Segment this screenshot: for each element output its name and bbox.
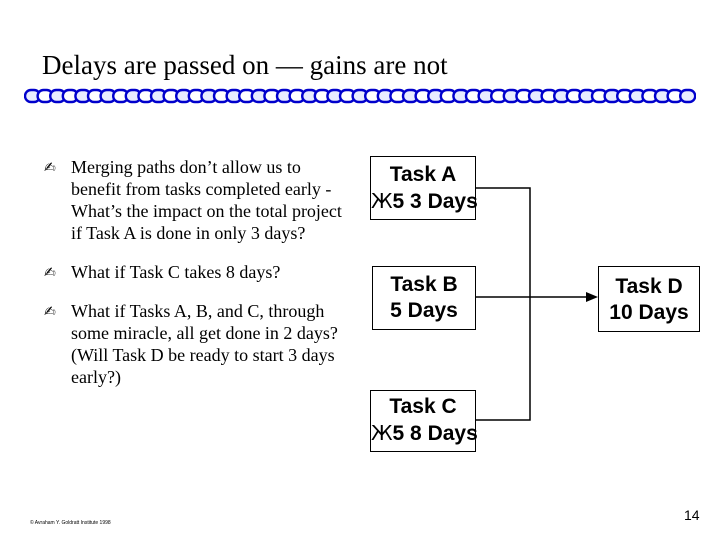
copyright-footer: © Avraham Y. Goldratt Institute 1998 (30, 520, 111, 526)
strikeout-mark-icon: Ж (371, 421, 393, 445)
connector-a-to-merge (476, 187, 531, 297)
task-c-name: Task C (389, 395, 457, 418)
task-b-duration: 5 Days (390, 299, 458, 322)
decorative-chain-divider (24, 88, 696, 104)
bullet-text: What if Tasks A, B, and C, through some … (71, 301, 338, 387)
task-b-box: Task B 5 Days (372, 266, 476, 330)
chain-link (679, 88, 696, 104)
page-number: 14 (684, 507, 700, 523)
pen-bullet-icon: ✍ (44, 304, 56, 320)
bullet-list: ✍ Merging paths don’t allow us to benefi… (44, 156, 344, 405)
bullet-item: ✍ What if Tasks A, B, and C, through som… (44, 300, 344, 388)
task-c-box: Task C Ж5 8 Days (370, 390, 478, 452)
connector-c-to-merge (476, 297, 531, 421)
task-a-box: Task A Ж5 3 Days (370, 156, 478, 220)
bullet-item: ✍ Merging paths don’t allow us to benefi… (44, 156, 344, 244)
task-b-name: Task B (390, 273, 458, 296)
arrowhead-to-d (586, 292, 598, 302)
bullet-text: Merging paths don’t allow us to benefit … (71, 157, 342, 243)
task-a-duration: 5 3 Days (392, 190, 478, 213)
task-d-name: Task D (615, 275, 683, 298)
task-c-duration: 5 8 Days (392, 422, 478, 445)
task-d-duration: 10 Days (609, 301, 689, 324)
task-a-name: Task A (389, 163, 457, 186)
slide-title: Delays are passed on — gains are not (42, 50, 448, 80)
bullet-item: ✍ What if Task C takes 8 days? (44, 261, 344, 283)
bullet-text: What if Task C takes 8 days? (71, 262, 281, 282)
pen-bullet-icon: ✍ (44, 265, 56, 281)
strikeout-mark-icon: Ж (371, 189, 393, 213)
pen-bullet-icon: ✍ (44, 160, 56, 176)
task-d-box: Task D 10 Days (598, 266, 700, 332)
